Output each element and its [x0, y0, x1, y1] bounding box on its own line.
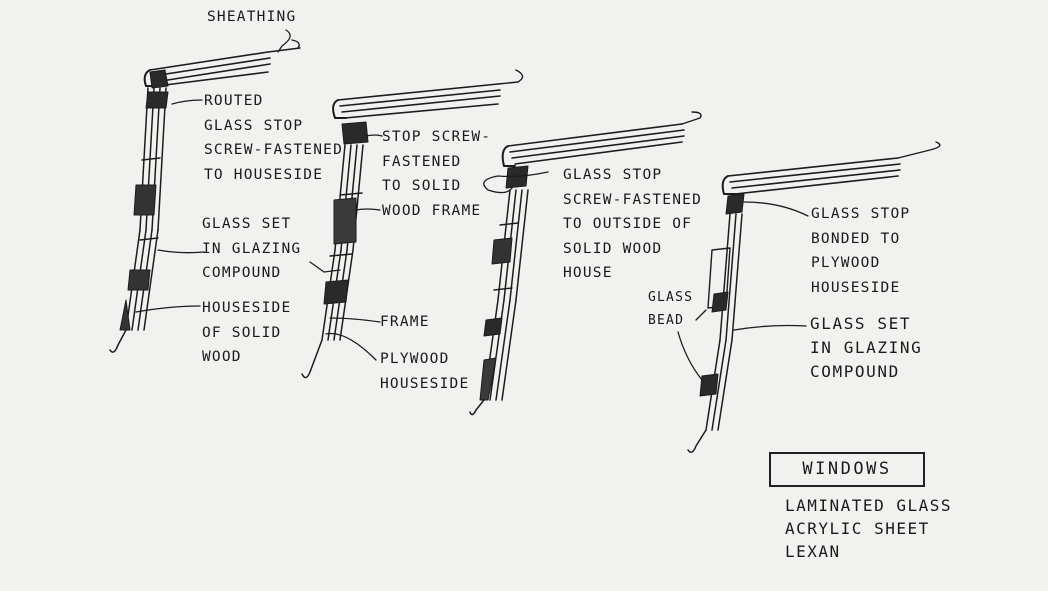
label-routed-glass-stop: ROUTED GLASS STOP SCREW-FASTENED TO HOUS…	[204, 93, 344, 183]
section-2-plywood-stop-screw	[301, 69, 524, 379]
label-houseside-solid-wood: HOUSESIDE OF SOLID WOOD	[202, 300, 292, 365]
label-stop-screw-fastened: STOP SCREW- FASTENED TO SOLID WOOD FRAME	[382, 129, 492, 219]
section-1-solid-wood-routed-stop	[109, 39, 301, 353]
label-glass-set-glazing-2: GLASS SET IN GLAZING COMPOUND	[810, 314, 923, 381]
legend-item-acrylic-sheet: ACRYLIC SHEET	[785, 519, 930, 538]
label-sheathing: SHEATHING	[207, 9, 297, 25]
legend-title: WINDOWS	[802, 459, 892, 479]
label-glass-bead: GLASS BEAD	[648, 290, 694, 328]
label-glass-stop-bonded: GLASS STOP BONDED TO PLYWOOD HOUSESIDE	[811, 206, 911, 296]
legend-item-lexan: LEXAN	[785, 542, 841, 561]
label-glass-set-glazing-1: GLASS SET IN GLAZING COMPOUND	[202, 216, 302, 281]
legend-item-laminated-glass: LAMINATED GLASS	[785, 496, 952, 515]
label-plywood-houseside: PLYWOOD HOUSESIDE	[380, 351, 470, 392]
section-4-stop-bonded-plywood	[687, 141, 941, 453]
label-glass-stop-outside: GLASS STOP SCREW-FASTENED TO OUTSIDE OF …	[563, 167, 703, 281]
label-frame: FRAME	[380, 314, 430, 330]
section-3-stop-outside-solid-wood	[469, 111, 702, 416]
leader-lines	[135, 29, 809, 381]
legend-box: WINDOWS	[769, 452, 925, 487]
